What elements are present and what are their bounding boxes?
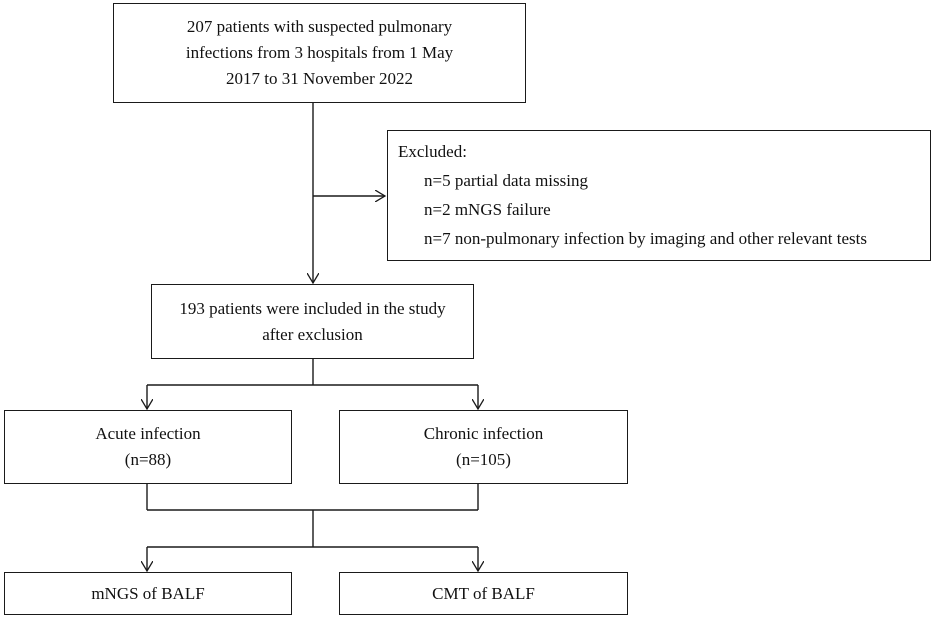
initial-cohort-box: 207 patients with suspected pulmonary in…: [113, 3, 526, 103]
excluded-item: n=5 partial data missing: [424, 171, 588, 190]
cmt-label: CMT of BALF: [432, 583, 535, 603]
included-line-1: 193 patients were included in the study: [179, 298, 446, 318]
chronic-label: Chronic infection: [423, 424, 544, 443]
acute-infection-box: Acute infection (n=88): [4, 410, 292, 484]
included-line-2: after exclusion: [262, 324, 363, 344]
initial-line-3: 2017 to 31 November 2022: [226, 69, 413, 88]
excluded-item: n=7 non-pulmonary infection by imaging a…: [424, 229, 867, 248]
mngs-box: mNGS of BALF: [4, 572, 292, 615]
initial-line-1: 207 patients with suspected pulmonary: [186, 17, 453, 36]
excluded-box: Excluded: n=5 partial data missing n=2 m…: [387, 130, 931, 261]
chronic-count: (n=105): [456, 450, 511, 469]
excluded-title: Excluded:: [398, 142, 467, 161]
mngs-label: mNGS of BALF: [91, 583, 205, 603]
included-box: 193 patients were included in the study …: [151, 284, 474, 359]
initial-line-2: infections from 3 hospitals from 1 May: [185, 43, 454, 62]
acute-count: (n=88): [124, 450, 172, 469]
cmt-box: CMT of BALF: [339, 572, 628, 615]
chronic-infection-box: Chronic infection (n=105): [339, 410, 628, 484]
acute-label: Acute infection: [95, 424, 201, 443]
excluded-item: n=2 mNGS failure: [424, 200, 551, 219]
